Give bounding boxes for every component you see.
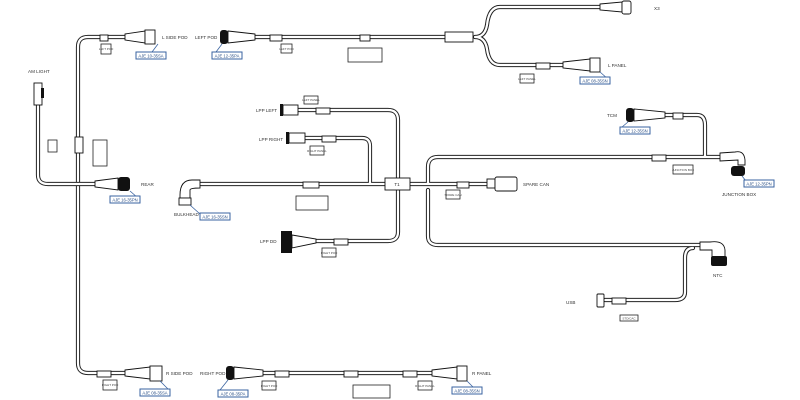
svg-text:L SIDE POD: L SIDE POD [162, 35, 188, 40]
svg-text:AJE 12-35PN: AJE 12-35PN [746, 182, 771, 187]
connector-r-panel[interactable]: R PANEL AJE 08-35SN [431, 365, 492, 395]
connector-lpp-left[interactable]: LPP LEFT [256, 104, 299, 116]
svg-text:LEFT PANEL: LEFT PANEL [302, 98, 320, 102]
svg-text:TCM: TCM [607, 113, 617, 118]
svg-text:AJE 12-35PA: AJE 12-35PA [215, 54, 240, 59]
svg-text:AJE 16-35SN: AJE 16-35SN [202, 215, 227, 220]
svg-text:R PANEL: R PANEL [472, 371, 492, 376]
connector-bulkhead[interactable]: BULKHEAD AJE 16-35SN [174, 179, 231, 221]
svg-text:AJE 08-35SN: AJE 08-35SN [582, 79, 607, 84]
svg-text:JUNCTION BOX: JUNCTION BOX [672, 168, 694, 172]
main-splice [444, 31, 474, 43]
svg-text:L PANEL: L PANEL [608, 63, 627, 68]
connector-am-light[interactable]: AM LIGHT [28, 69, 50, 106]
svg-text:BULKHEAD: BULKHEAD [174, 212, 199, 217]
splice-t1 [384, 177, 411, 191]
svg-text:SPARE CAN: SPARE CAN [523, 182, 549, 187]
svg-text:JUNCTION BOX: JUNCTION BOX [722, 192, 756, 197]
svg-text:AJE 16-35PN: AJE 16-35PN [112, 198, 137, 203]
connector-spare-can[interactable]: SPARE CAN [486, 176, 549, 192]
svg-text:R SIDE POD: R SIDE POD [166, 371, 193, 376]
svg-text:LPP LEFT: LPP LEFT [256, 108, 277, 113]
connector-junction-box[interactable]: JUNCTION BOX AJE 12-35PN [719, 151, 775, 197]
connector-x3[interactable]: X3 [599, 0, 660, 15]
svg-text:LPP DD: LPP DD [260, 239, 277, 244]
svg-text:RIGHT PANEL: RIGHT PANEL [307, 149, 327, 153]
svg-text:STD/CAC: STD/CAC [622, 317, 636, 321]
svg-text:RIGHT POD: RIGHT POD [102, 383, 119, 387]
connector-l-side-pod[interactable]: L SIDE POD AJE 10-35SA [124, 29, 188, 60]
svg-text:LEFT POD: LEFT POD [195, 35, 218, 40]
connector-rear[interactable]: REAR AJE 16-35PN [94, 177, 154, 204]
svg-text:RIGHT POD: RIGHT POD [261, 384, 278, 388]
svg-text:SPARE CAN: SPARE CAN [444, 193, 461, 197]
svg-text:NTC: NTC [713, 273, 723, 278]
wire-tags: LEFT POD LEFT POD LEFT PANEL LEFT PANEL … [47, 34, 694, 399]
svg-text:LEFT POD: LEFT POD [99, 47, 114, 51]
connector-tcm[interactable]: TCM AJE 12-35SN [607, 108, 666, 135]
svg-text:RIGHT POD: RIGHT POD [200, 371, 226, 376]
svg-text:AJE 10-35SA: AJE 10-35SA [138, 54, 163, 59]
connector-right-pod[interactable]: RIGHT POD AJE 08-35PA [200, 366, 264, 398]
svg-text:AJE 08-35SA: AJE 08-35SA [142, 391, 167, 396]
svg-text:AJE 08-35SN: AJE 08-35SN [454, 389, 479, 394]
svg-text:AJE 12-35SN: AJE 12-35SN [622, 129, 647, 134]
svg-text:REAR: REAR [141, 182, 154, 187]
connector-usb[interactable]: USB [566, 293, 605, 308]
svg-text:RIGHT PANEL: RIGHT PANEL [415, 384, 435, 388]
connector-lpp-right[interactable]: LPP RIGHT [259, 132, 306, 144]
splice-t1-label: T1 [394, 182, 400, 187]
svg-text:LEFT POD: LEFT POD [279, 47, 294, 51]
connector-r-side-pod[interactable]: R SIDE POD AJE 08-35SA [124, 365, 193, 397]
svg-text:X3: X3 [654, 6, 660, 11]
svg-text:LPP RIGHT: LPP RIGHT [259, 137, 283, 142]
svg-text:AJE 08-35PA: AJE 08-35PA [221, 392, 246, 397]
connector-l-panel[interactable]: L PANEL AJE 08-35SN [562, 57, 627, 85]
svg-text:RIGHT POD: RIGHT POD [321, 251, 338, 255]
svg-text:USB: USB [566, 300, 575, 305]
connector-lpp-dd[interactable]: LPP DD [260, 231, 317, 253]
connector-left-pod[interactable]: LEFT POD AJE 12-35PA [195, 30, 256, 60]
svg-text:AM LIGHT: AM LIGHT [28, 69, 50, 74]
connector-ntc[interactable]: NTC [699, 241, 727, 278]
svg-text:LEFT PANEL: LEFT PANEL [518, 77, 536, 81]
